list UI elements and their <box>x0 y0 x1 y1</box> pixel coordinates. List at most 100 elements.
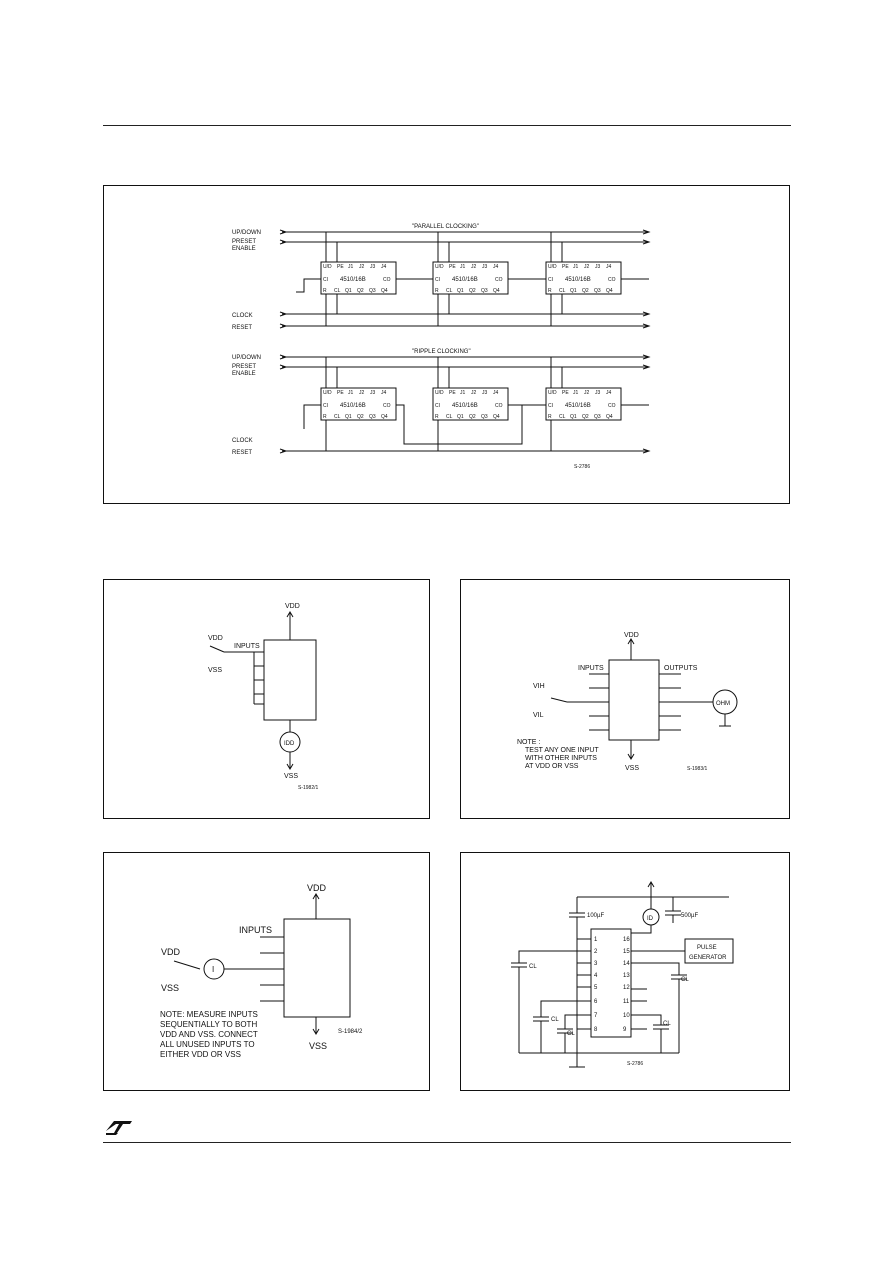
svg-text:CO: CO <box>383 277 391 283</box>
label-enable-2: ENABLE <box>232 371 256 377</box>
svg-text:U/D: U/D <box>435 390 444 396</box>
svg-text:Q1: Q1 <box>457 414 464 420</box>
svg-text:Q2: Q2 <box>357 288 364 294</box>
svg-text:15: 15 <box>623 949 630 955</box>
svg-text:7: 7 <box>594 1013 598 1019</box>
svg-text:PULSE: PULSE <box>697 945 717 951</box>
dynamic-power-diagram: 100µF 500µF ID 1 2 3 4 5 6 7 8 16 15 14 … <box>511 881 734 1068</box>
svg-text:1: 1 <box>594 937 598 943</box>
svg-text:J3: J3 <box>370 264 376 270</box>
svg-text:ALL UNUSED INPUTS TO: ALL UNUSED INPUTS TO <box>160 1040 255 1049</box>
quiescent-current-diagram: VDD VDD VSS INPUTS IDD VSS S-1982/1 <box>208 603 319 791</box>
svg-text:J3: J3 <box>482 390 488 396</box>
svg-text:CL: CL <box>551 1017 559 1023</box>
svg-text:VSS: VSS <box>161 983 179 993</box>
device-block <box>283 918 351 1018</box>
label-up-down-1: UP/DOWN <box>232 230 261 236</box>
svg-text:11: 11 <box>623 999 630 1005</box>
svg-text:U/D: U/D <box>323 390 332 396</box>
chip-1b: U/D PE J1 J2 J3 J4 CI 4510/16B CO R CL Q… <box>432 261 509 295</box>
svg-text:CI: CI <box>548 403 553 409</box>
fig4-code: S-1984/2 <box>338 1029 363 1035</box>
fig5-code: S-2786 <box>627 1061 643 1067</box>
svg-text:100µF: 100µF <box>587 913 604 919</box>
label-clock-1: CLOCK <box>232 313 253 319</box>
svg-text:J1: J1 <box>348 390 354 396</box>
svg-text:14: 14 <box>623 961 630 967</box>
svg-text:16: 16 <box>623 937 630 943</box>
svg-text:SEQUENTIALLY TO BOTH: SEQUENTIALLY TO BOTH <box>160 1020 257 1029</box>
svg-text:Q2: Q2 <box>469 414 476 420</box>
svg-text:U/D: U/D <box>548 390 557 396</box>
svg-text:PE: PE <box>337 390 344 396</box>
chip-2c: U/D PE J1 J2 J3 J4 CI 4510/16B CO R CL Q… <box>545 387 622 421</box>
svg-text:CI: CI <box>435 277 440 283</box>
svg-text:J3: J3 <box>595 390 601 396</box>
svg-text:Q4: Q4 <box>606 414 613 420</box>
svg-text:CL: CL <box>446 288 453 294</box>
svg-text:VSS: VSS <box>309 1041 327 1051</box>
svg-text:3: 3 <box>594 961 598 967</box>
top-rule <box>103 125 791 126</box>
svg-text:J2: J2 <box>584 390 590 396</box>
svg-text:Q4: Q4 <box>493 288 500 294</box>
device-block <box>590 928 632 1038</box>
label-preset-1: PRESET <box>232 239 256 245</box>
svg-text:CL: CL <box>663 1021 671 1027</box>
svg-text:EITHER VDD OR VSS: EITHER VDD OR VSS <box>160 1050 241 1059</box>
noise-immunity-panel: VDD INPUTS OUTPUTS VIH VIL OHM VSS NOTE … <box>460 579 790 819</box>
svg-text:J2: J2 <box>471 264 477 270</box>
svg-text:500µF: 500µF <box>681 913 698 919</box>
svg-text:4510/16B: 4510/16B <box>565 403 591 409</box>
st-logo-icon <box>106 1121 132 1135</box>
svg-text:Q2: Q2 <box>357 414 364 420</box>
quiescent-current-panel: VDD VDD VSS INPUTS IDD VSS S-1982/1 <box>103 579 430 819</box>
svg-text:Q3: Q3 <box>594 414 601 420</box>
svg-text:5: 5 <box>594 985 598 991</box>
svg-text:Q4: Q4 <box>381 288 388 294</box>
svg-text:CO: CO <box>608 277 616 283</box>
pin-numbers: 1 2 3 4 5 6 7 8 16 15 14 13 12 11 10 9 <box>594 937 630 1033</box>
svg-text:4510/16B: 4510/16B <box>340 277 366 283</box>
svg-text:VDD: VDD <box>161 947 181 957</box>
svg-text:INPUTS: INPUTS <box>578 665 604 672</box>
svg-text:J4: J4 <box>493 264 499 270</box>
fig3-code: S-1983/1 <box>687 766 708 772</box>
svg-text:PE: PE <box>562 390 569 396</box>
svg-text:J4: J4 <box>381 390 387 396</box>
label-up-down-2: UP/DOWN <box>232 355 261 361</box>
svg-text:VIL: VIL <box>533 712 544 719</box>
svg-text:R: R <box>323 414 327 420</box>
svg-text:Q1: Q1 <box>345 288 352 294</box>
svg-text:12: 12 <box>623 985 630 991</box>
chip-1c: U/D PE J1 J2 J3 J4 CI 4510/16B CO R CL Q… <box>545 261 622 295</box>
bottom-rule <box>103 1142 791 1143</box>
svg-text:R: R <box>323 288 327 294</box>
svg-text:4: 4 <box>594 973 598 979</box>
cascading-diagram-panel: "PARALLEL CLOCKING" UP/DOWN PRESET ENABL… <box>103 185 790 504</box>
svg-text:CL: CL <box>334 414 341 420</box>
svg-text:J2: J2 <box>584 264 590 270</box>
svg-text:Q4: Q4 <box>493 414 500 420</box>
svg-text:J4: J4 <box>381 264 387 270</box>
svg-text:8: 8 <box>594 1027 598 1033</box>
svg-text:6: 6 <box>594 999 598 1005</box>
svg-text:U/D: U/D <box>323 264 332 270</box>
svg-text:CO: CO <box>608 403 616 409</box>
svg-text:J3: J3 <box>482 264 488 270</box>
label-reset-1: RESET <box>232 325 252 331</box>
svg-text:CO: CO <box>383 403 391 409</box>
svg-text:J1: J1 <box>460 390 466 396</box>
svg-text:TEST ANY ONE INPUT: TEST ANY ONE INPUT <box>525 747 599 754</box>
svg-text:CL: CL <box>334 288 341 294</box>
svg-text:J4: J4 <box>493 390 499 396</box>
svg-text:Q1: Q1 <box>570 414 577 420</box>
svg-text:VIH: VIH <box>533 683 545 690</box>
svg-text:J3: J3 <box>595 264 601 270</box>
cascading-diagram: "PARALLEL CLOCKING" UP/DOWN PRESET ENABL… <box>232 224 651 470</box>
svg-text:J2: J2 <box>359 390 365 396</box>
svg-text:J1: J1 <box>460 264 466 270</box>
svg-text:GENERATOR: GENERATOR <box>689 955 727 961</box>
svg-text:4510/16B: 4510/16B <box>340 403 366 409</box>
svg-text:Q1: Q1 <box>345 414 352 420</box>
